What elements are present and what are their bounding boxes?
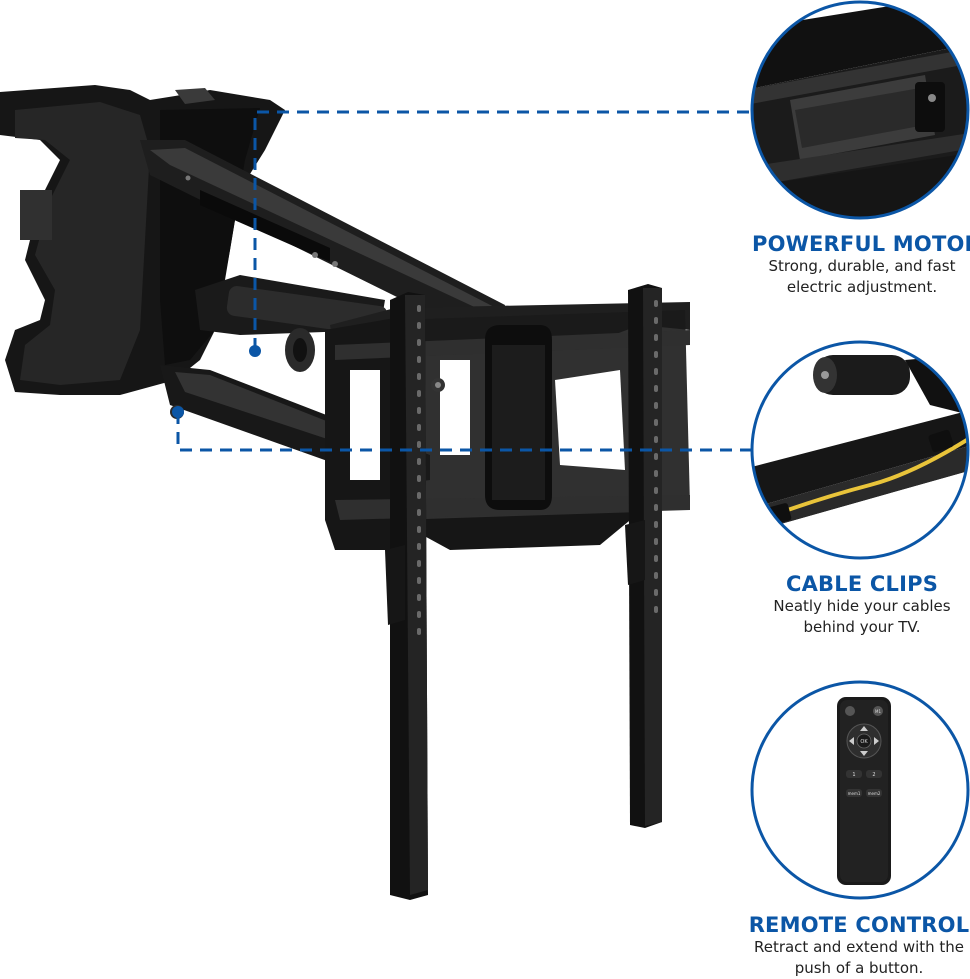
feature-description: Neatly hide your cables behind your TV. xyxy=(773,597,951,636)
feature-powerful-motor: POWERFUL MOTOR Strong, durable, and fast… xyxy=(752,232,970,298)
left-arrow-icon xyxy=(849,737,854,745)
down-arrow-icon xyxy=(860,751,868,756)
left-rail-hole xyxy=(417,611,421,618)
wall-plate xyxy=(0,85,285,395)
left-rail-hole xyxy=(417,458,421,465)
left-rail-hole xyxy=(417,526,421,533)
right-rail-hole xyxy=(654,504,658,511)
feature-title: CABLE CLIPS xyxy=(785,572,939,596)
mem1-label: mem1 xyxy=(848,791,861,796)
ok-label: OK xyxy=(860,739,868,745)
left-rail-hole xyxy=(417,339,421,346)
left-rail-hole xyxy=(417,305,421,312)
right-rail-hole xyxy=(654,555,658,562)
right-arrow-icon xyxy=(874,737,879,745)
left-rail-hole xyxy=(417,628,421,635)
rail-holes xyxy=(417,300,658,635)
left-rail-hole xyxy=(417,373,421,380)
up-arrow-icon xyxy=(860,726,868,731)
right-rail-hole xyxy=(654,572,658,579)
left-rail-hole xyxy=(417,441,421,448)
feature-description: Strong, durable, and fast electric adjus… xyxy=(768,257,956,296)
feature-title: POWERFUL MOTOR xyxy=(752,232,970,256)
feature-cable-clips: CABLE CLIPS Neatly hide your cables behi… xyxy=(752,572,970,638)
mem2-button xyxy=(866,789,882,797)
tv-wall-mount xyxy=(0,85,690,900)
right-rail-hole xyxy=(654,419,658,426)
feature-description: Retract and extend with the push of a bu… xyxy=(753,938,965,977)
motor-leader-dot xyxy=(249,345,261,357)
left-vertical-rail xyxy=(385,292,428,900)
right-rail-hole xyxy=(654,589,658,596)
remote-control-closeup: M1 OK 1 2 mem1 mem2 xyxy=(750,680,970,900)
cable-leader-dot xyxy=(172,406,184,418)
right-rail-hole xyxy=(654,606,658,613)
right-rail-hole xyxy=(654,300,658,307)
upper-arm xyxy=(140,140,505,338)
left-rail-hole xyxy=(417,492,421,499)
cable-leader-line xyxy=(176,412,752,452)
right-rail-hole xyxy=(654,402,658,409)
left-rail-hole xyxy=(417,509,421,516)
right-rail-hole xyxy=(654,385,658,392)
button-2 xyxy=(866,770,882,778)
right-rail-hole xyxy=(654,470,658,477)
right-rail-hole xyxy=(654,351,658,358)
right-rail-hole xyxy=(654,436,658,443)
cable-clips-closeup xyxy=(750,340,970,560)
right-rail-hole xyxy=(654,317,658,324)
callout-lines xyxy=(172,110,752,452)
right-rail-hole xyxy=(654,538,658,545)
right-rail-hole xyxy=(654,487,658,494)
right-rail-hole xyxy=(654,521,658,528)
left-rail-hole xyxy=(417,475,421,482)
left-rail-hole xyxy=(417,390,421,397)
left-rail-hole xyxy=(417,560,421,567)
right-rail-hole xyxy=(654,334,658,341)
remote-control: M1 OK 1 2 mem1 mem2 xyxy=(837,697,891,885)
button-1 xyxy=(846,770,862,778)
button-1-label: 1 xyxy=(852,772,855,778)
ok-button xyxy=(856,733,872,749)
motor-leader-line xyxy=(253,110,752,350)
m1-label: M1 xyxy=(875,709,881,714)
feature-remote-control: REMOTE CONTROL Retract and extend with t… xyxy=(748,913,970,979)
motor-closeup xyxy=(750,0,970,220)
right-rail-hole xyxy=(654,453,658,460)
left-rail-hole xyxy=(417,543,421,550)
left-rail-hole xyxy=(417,322,421,329)
button-2-label: 2 xyxy=(872,772,875,778)
left-rail-hole xyxy=(417,577,421,584)
left-rail-hole xyxy=(417,424,421,431)
feature-title: REMOTE CONTROL xyxy=(748,913,970,937)
right-rail-hole xyxy=(654,368,658,375)
mem2-label: mem2 xyxy=(868,791,881,796)
power-button xyxy=(845,706,855,716)
left-rail-hole xyxy=(417,356,421,363)
left-rail-hole xyxy=(417,407,421,414)
mem1-button xyxy=(846,789,862,797)
left-rail-hole xyxy=(417,594,421,601)
m1-button xyxy=(873,706,883,716)
